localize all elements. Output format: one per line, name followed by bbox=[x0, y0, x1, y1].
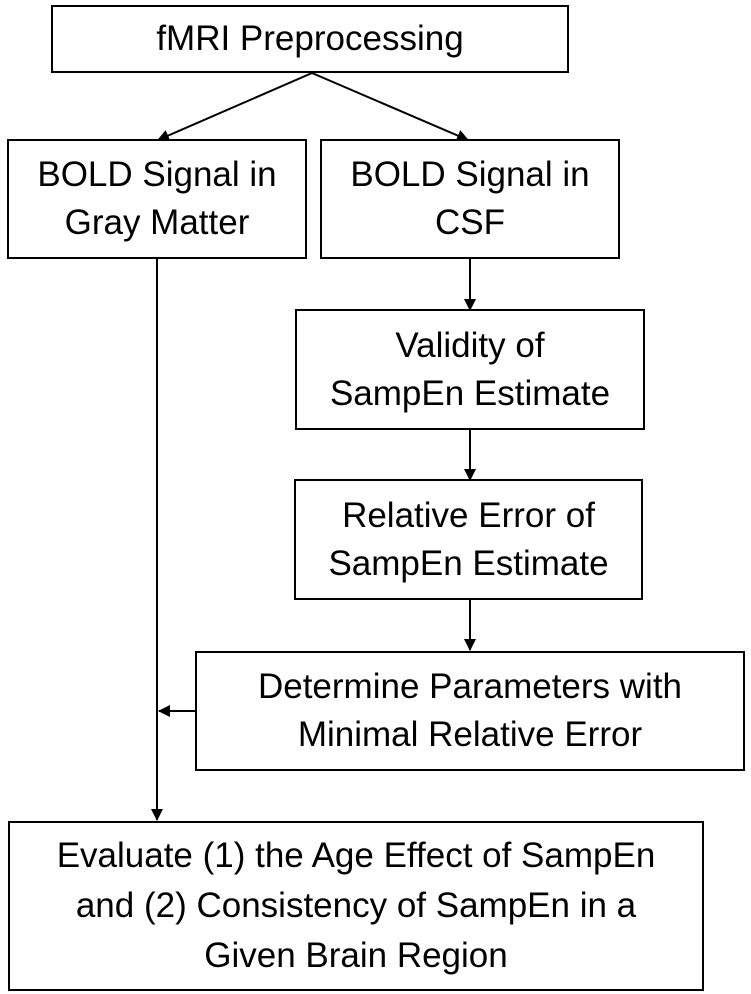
node-bold-gray-matter-line-2: Gray Matter bbox=[64, 203, 250, 242]
node-validity-of-sampen-line-1: Validity of bbox=[395, 325, 545, 365]
node-bold-csf-line-1: BOLD Signal in bbox=[350, 155, 590, 194]
node-bold-csf: BOLD Signal in CSF bbox=[320, 139, 620, 259]
node-evaluate-age-effect-line-3: Given Brain Region bbox=[204, 936, 508, 975]
node-fmri-preprocessing-line-1: fMRI Preprocessing bbox=[156, 19, 464, 58]
node-relative-error-of-sampen: Relative Error of SampEn Estimate bbox=[294, 479, 643, 600]
node-evaluate-age-effect: Evaluate (1) the Age Effect of SampEn an… bbox=[8, 821, 704, 991]
node-relative-error-of-sampen-line-2: SampEn Estimate bbox=[328, 543, 609, 583]
edge-preprocessing-to-csf bbox=[311, 72, 469, 142]
node-validity-of-sampen-line-2: SampEn Estimate bbox=[329, 373, 611, 413]
node-bold-gray-matter-line-1: BOLD Signal in bbox=[37, 155, 277, 194]
node-bold-gray-matter: BOLD Signal in Gray Matter bbox=[7, 139, 307, 259]
node-determine-parameters-line-2: Minimal Relative Error bbox=[297, 715, 643, 754]
node-evaluate-age-effect-line-1: Evaluate (1) the Age Effect of SampEn bbox=[56, 836, 656, 875]
edge-preprocessing-to-gray-matter bbox=[157, 72, 313, 142]
node-bold-csf-line-2: CSF bbox=[434, 203, 505, 242]
node-determine-parameters: Determine Parameters with Minimal Relati… bbox=[195, 651, 745, 771]
node-fmri-preprocessing: fMRI Preprocessing bbox=[51, 5, 569, 73]
node-validity-of-sampen: Validity of SampEn Estimate bbox=[295, 309, 645, 430]
node-relative-error-of-sampen-line-1: Relative Error of bbox=[342, 495, 595, 535]
node-evaluate-age-effect-line-2: and (2) Consistency of SampEn in a bbox=[75, 886, 637, 925]
node-determine-parameters-line-1: Determine Parameters with bbox=[257, 667, 683, 706]
